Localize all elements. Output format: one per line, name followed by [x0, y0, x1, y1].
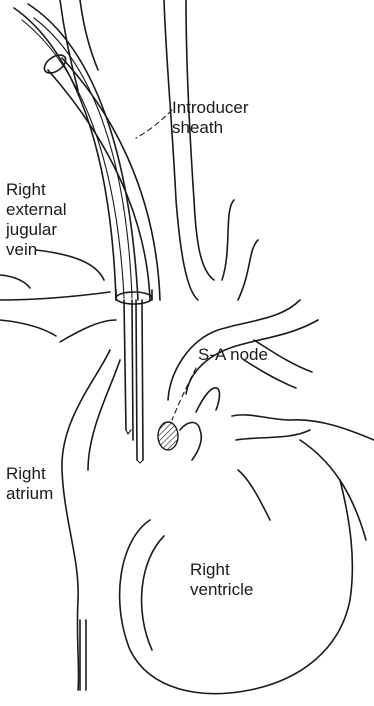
right-atrium-outline: [62, 350, 120, 690]
label-right-atrium: Right atrium: [6, 464, 53, 504]
sa-node-leader-line: [172, 368, 196, 420]
label-introducer-sheath: Introducer sheath: [172, 98, 249, 138]
label-right-ventricle: Right ventricle: [190, 560, 253, 600]
label-right-external-jugular-vein: Right external jugular vein: [6, 180, 66, 260]
sa-node-marker: [158, 422, 178, 450]
label-sa-node: S-A node: [198, 345, 268, 365]
catheter-leads: [124, 300, 143, 463]
vessel-walls: [0, 0, 258, 342]
sheath-leader-line: [136, 110, 172, 138]
aortic-structures: [168, 300, 374, 540]
